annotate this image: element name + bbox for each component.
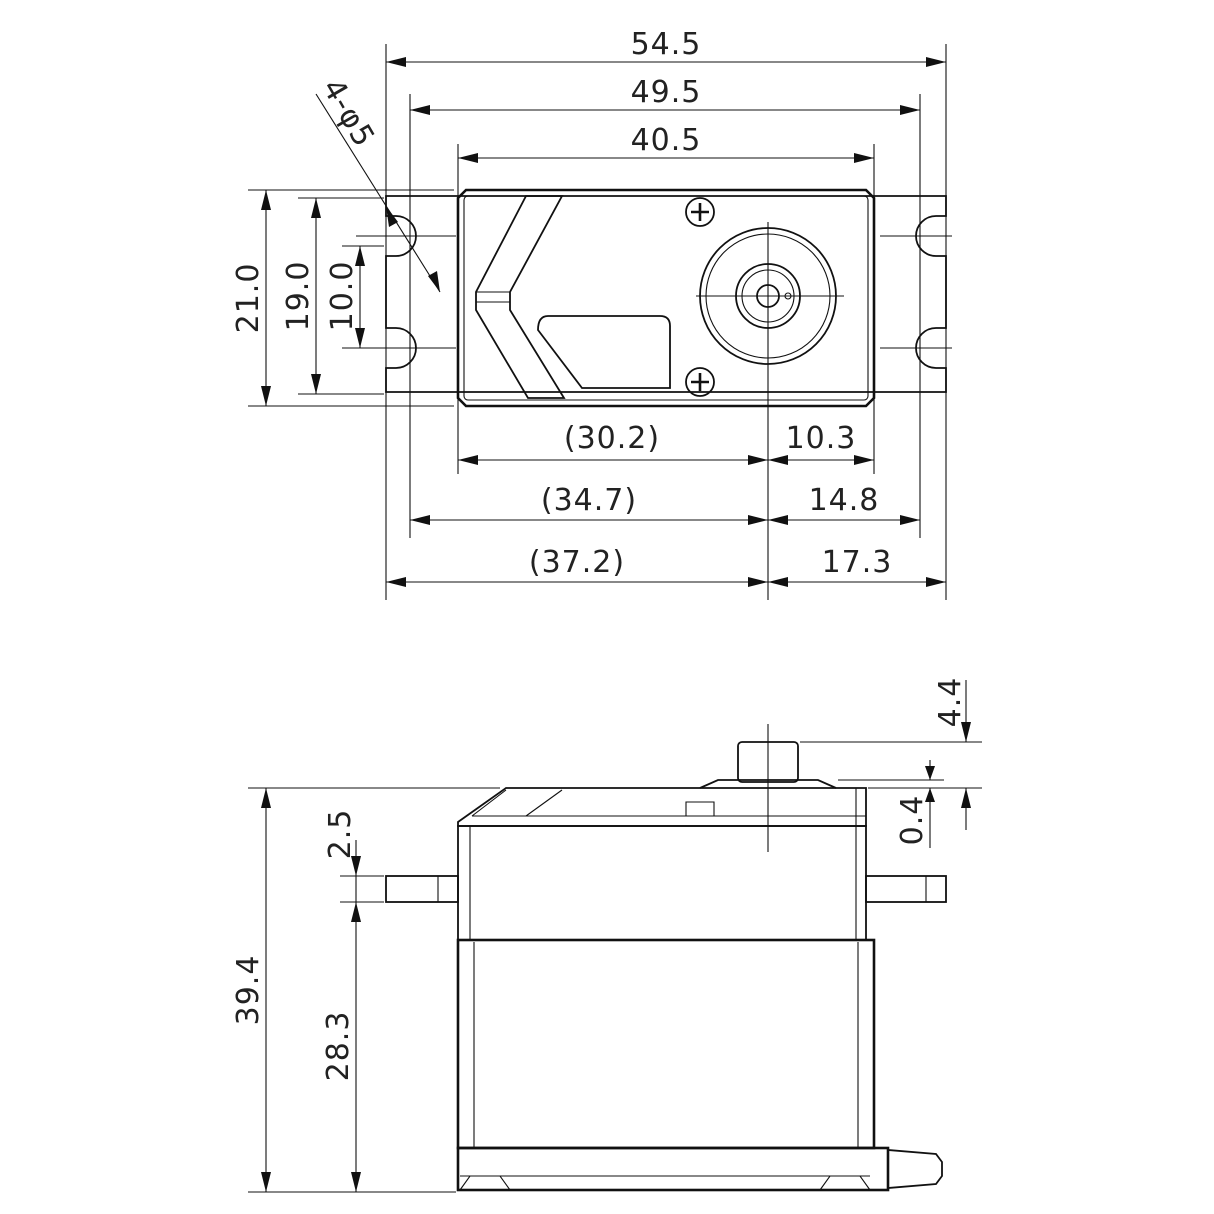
dim-label: 28.3 [321, 1011, 356, 1082]
dim-label: 10.0 [325, 261, 360, 332]
dim-hole-callout: 4-φ5 [315, 73, 441, 293]
dim-height-overall: 21.0 [231, 190, 271, 406]
dim-label: 2.5 [323, 809, 358, 860]
screw-icon [685, 197, 715, 227]
dim-label: 19.0 [281, 261, 316, 332]
dim-shaft-to-case: 10.3 [768, 421, 874, 465]
top-view-outline [356, 188, 952, 600]
top-cap [457, 787, 867, 827]
dim-label: 49.5 [631, 75, 702, 110]
label-window [537, 315, 671, 389]
dim-height-holes: 19.0 [281, 198, 321, 394]
dim-label: (37.2) [529, 545, 625, 580]
dim-label: 14.8 [809, 483, 880, 518]
middle-case [456, 938, 876, 1150]
dim-mount-hole-spacing: 49.5 [410, 75, 920, 115]
chevron-rib [475, 195, 566, 399]
dim-shaft-to-edge: 17.3 [768, 545, 946, 587]
dim-below-flange: 28.3 [321, 902, 361, 1192]
dim-overall-width: 54.5 [386, 27, 946, 67]
upper-case [457, 825, 867, 941]
screw-icon [685, 367, 715, 397]
top-view-extension-lines [248, 44, 947, 600]
dim-hole-pitch: 10.0 [325, 246, 365, 348]
case-body [456, 188, 876, 408]
bottom-case [456, 1146, 890, 1192]
dim-label: 39.4 [231, 955, 266, 1026]
dim-label: 17.3 [822, 545, 893, 580]
dim-flange-offset: 2.5 [323, 809, 361, 902]
dim-shaft-to-hole: 14.8 [768, 483, 920, 525]
dim-label: 0.4 [895, 795, 930, 846]
mount-tab-left [385, 875, 459, 903]
dim-label: (34.7) [541, 483, 637, 518]
dim-label: 10.3 [786, 421, 857, 456]
dim-label: 4.4 [933, 677, 968, 728]
dim-overall-height: 39.4 [231, 788, 271, 1192]
case-inner-rim [463, 195, 869, 401]
dim-label: 40.5 [631, 123, 702, 158]
dim-boss-height: 0.4 [895, 760, 935, 848]
dim-label: (30.2) [564, 421, 660, 456]
dim-hole-to-shaft: (34.7) [410, 483, 768, 525]
cable-exit [887, 1149, 943, 1189]
mount-flange-outline [385, 195, 947, 393]
side-view-outline [385, 724, 947, 1192]
dim-spline-height: 4.4 [933, 677, 971, 830]
mount-tab-right [865, 875, 947, 903]
dim-label: 4-φ5 [315, 73, 382, 154]
dim-edge-to-shaft: (37.2) [386, 545, 768, 587]
dim-case-to-shaft: (30.2) [458, 421, 768, 465]
dim-label: 21.0 [231, 263, 266, 334]
side-view-extension-lines [248, 741, 982, 1193]
dim-label: 54.5 [631, 27, 702, 62]
dim-case-width: 40.5 [458, 123, 874, 163]
